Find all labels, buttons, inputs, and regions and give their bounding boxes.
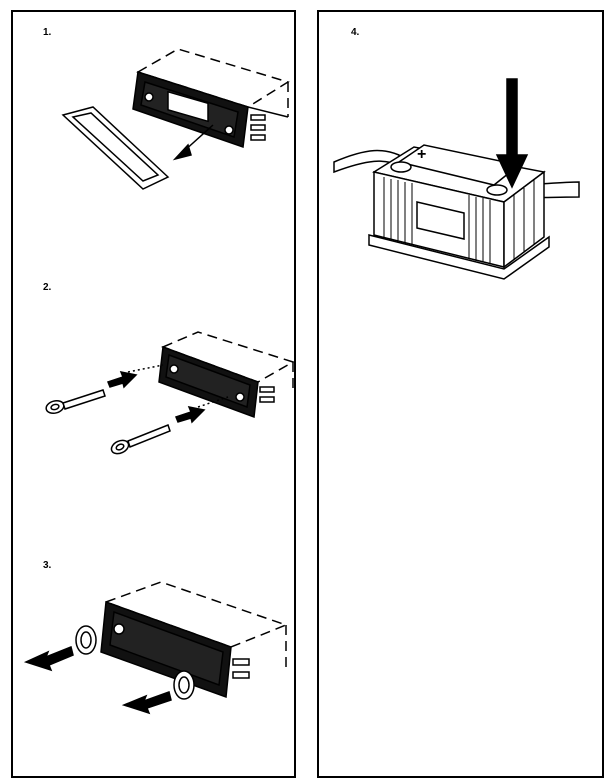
step-4-battery-illustration: + bbox=[333, 78, 580, 280]
step-4-number: 4. bbox=[351, 27, 360, 38]
left-instruction-panel: 1. 2. 3. bbox=[11, 10, 296, 778]
step-3-illustration bbox=[23, 581, 289, 715]
plus-sign: + bbox=[417, 146, 426, 163]
step-2-illustration bbox=[45, 331, 295, 455]
step-2-number: 2. bbox=[43, 282, 52, 293]
step-1-illustration bbox=[61, 48, 290, 190]
right-instruction-panel: 4. bbox=[317, 10, 604, 778]
step-3-number: 3. bbox=[43, 560, 52, 571]
step-1-number: 1. bbox=[43, 27, 52, 38]
